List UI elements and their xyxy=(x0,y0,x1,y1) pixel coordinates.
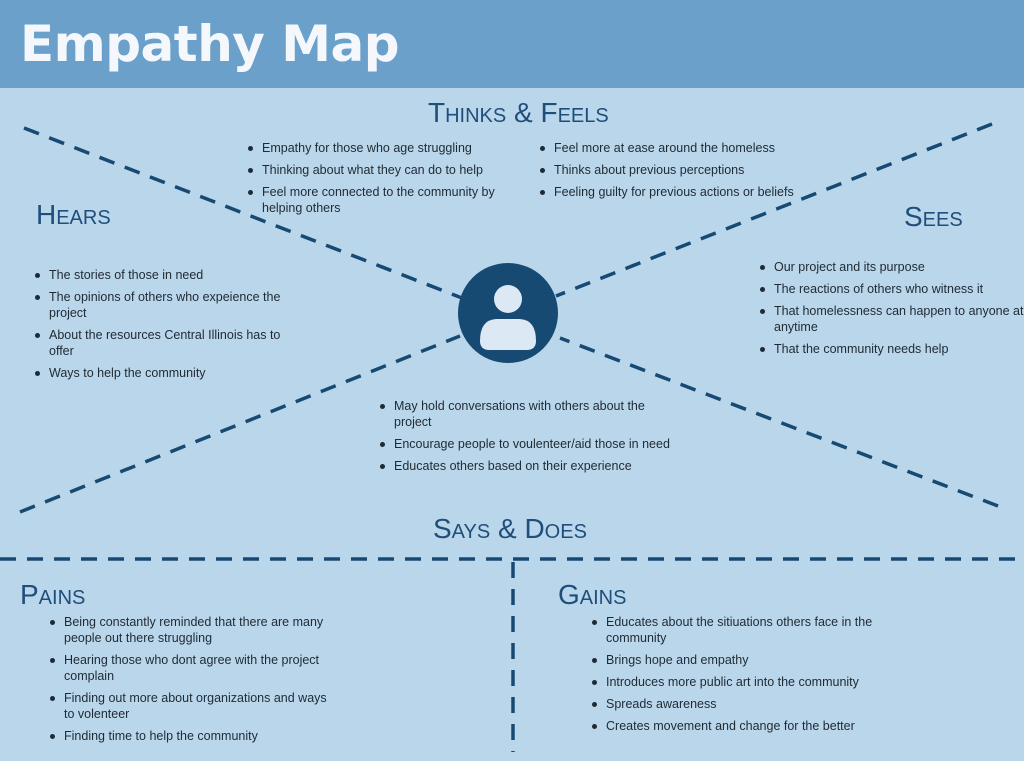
list-item: That the community needs help xyxy=(760,341,1024,357)
list-item: That homelessness can happen to anyone a… xyxy=(760,304,1024,334)
list-item: Feel more at ease around the homeless xyxy=(540,140,816,156)
list-item: Thinking about what they can do to help xyxy=(248,162,532,178)
heading-gains: Gains xyxy=(558,579,627,610)
page-title: Empathy Map xyxy=(20,15,400,73)
diagonal-line-bottom-right xyxy=(559,336,999,508)
list-says-does: May hold conversations with others about… xyxy=(376,398,679,480)
list-item: Educates about the sitiuations others fa… xyxy=(592,614,906,646)
heading-pains: Pains xyxy=(20,579,86,610)
heading-sees: Sees xyxy=(904,201,963,232)
diagonal-line-top-left xyxy=(23,126,463,300)
diagonal-line-top-right xyxy=(555,122,993,298)
center-avatar xyxy=(458,263,558,363)
heading-thinks-feels: Thinks & Feels xyxy=(428,97,609,128)
list-item: Hearing those who dont agree with the pr… xyxy=(50,652,334,684)
list-item: Feel more connected to the community by … xyxy=(248,184,532,216)
list-item: Creates movement and change for the bett… xyxy=(592,718,906,734)
list-item: Feeling guilty for previous actions or b… xyxy=(540,184,816,200)
list-item: Empathy for those who age struggling xyxy=(248,140,532,156)
list-item: Finding out more about organizations and… xyxy=(50,690,334,722)
list-item: The opinions of others who expeience the… xyxy=(35,289,304,321)
list-item: Our project and its purpose xyxy=(760,259,1024,275)
list-item: Brings hope and empathy xyxy=(592,652,906,668)
list-item: Educates others based on their experienc… xyxy=(380,458,679,474)
heading-hears: Hears xyxy=(36,199,111,230)
list-item: The stories of those in need xyxy=(35,267,304,283)
list-item: Finding time to help the community xyxy=(50,728,334,744)
list-item: About the resources Central Illinois has… xyxy=(35,327,304,359)
heading-says-does: Says & Does xyxy=(433,513,587,544)
list-item: The reactions of others who witness it xyxy=(760,281,1024,297)
list-gains: Educates about the sitiuations others fa… xyxy=(588,614,906,740)
header-bar: Empathy Map xyxy=(0,0,1024,88)
list-pains: Being constantly reminded that there are… xyxy=(46,614,334,750)
list-item: Spreads awareness xyxy=(592,696,906,712)
list-item: May hold conversations with others about… xyxy=(380,398,679,430)
list-item: Encourage people to voulenteer/aid those… xyxy=(380,436,679,452)
user-avatar-icon xyxy=(480,285,536,350)
list-item: Thinks about previous perceptions xyxy=(540,162,816,178)
list-item: Being constantly reminded that there are… xyxy=(50,614,334,646)
list-item: Introduces more public art into the comm… xyxy=(592,674,906,690)
list-item: Ways to help the community xyxy=(35,365,304,381)
